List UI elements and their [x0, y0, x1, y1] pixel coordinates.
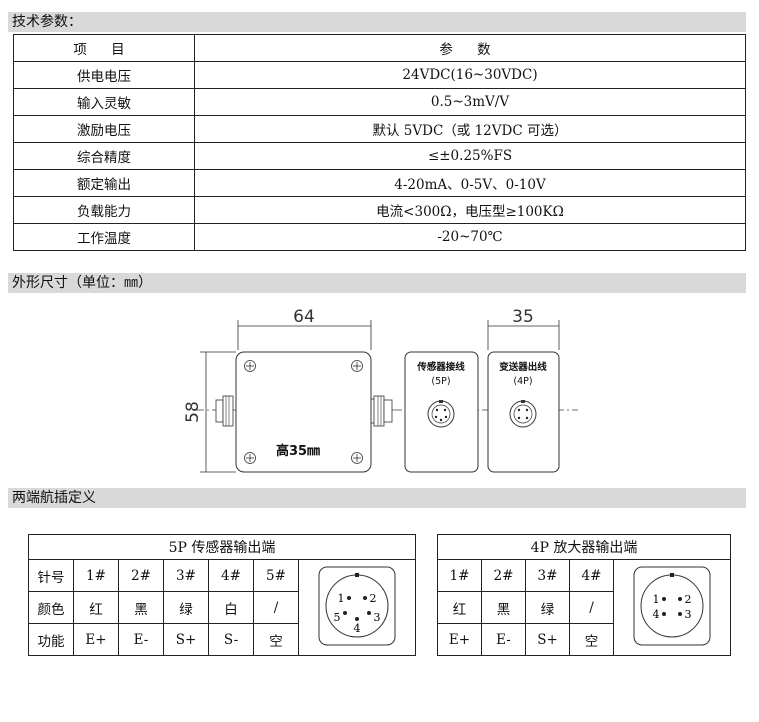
- right-connector: [371, 395, 393, 427]
- screw-icon: [244, 360, 256, 372]
- spec-value: 24VDC(16~30VDC): [194, 61, 746, 89]
- spec-key: 工作温度: [13, 223, 195, 251]
- spec-key: 综合精度: [13, 142, 195, 170]
- pin-cell: E+: [437, 623, 482, 656]
- pin-table-4p: 4P 放大器输出端 1# 2# 3# 4# 1 2 3 4 红 黑 绿 /: [437, 534, 731, 656]
- pin-cell: S+: [525, 623, 570, 656]
- spec-table-header: 项 目 参 数: [13, 34, 746, 62]
- table-row: 综合精度 ≤±0.25%FS: [13, 142, 746, 170]
- dim-depth-label: 35: [512, 307, 534, 327]
- spec-header-param: 参 数: [194, 34, 746, 62]
- pin-cell: 空: [569, 623, 614, 656]
- body-height-label: 高35㎜: [276, 443, 320, 459]
- pin-cell: 白: [208, 591, 254, 624]
- pin-cell: /: [253, 591, 299, 624]
- connector-5p-diagram: 1 2 3 4 5: [298, 559, 416, 656]
- pin-1-label: 1: [338, 592, 345, 605]
- table-row: 输入灵敏 0.5~3mV/V: [13, 88, 746, 116]
- connector-4p-icon: [509, 400, 537, 428]
- pin-cell: 绿: [163, 591, 209, 624]
- table-row: 激励电压 默认 5VDC（或 12VDC 可选）: [13, 115, 746, 143]
- spec-key: 激励电压: [13, 115, 195, 143]
- pin-4-label: 4: [653, 608, 660, 621]
- table-row: 负载能力 电流<300Ω，电压型≥100KΩ: [13, 196, 746, 224]
- transmitter-pins-label: (4P): [513, 376, 532, 387]
- screw-icon: [351, 452, 363, 464]
- pin-cell: 颜色: [28, 591, 74, 624]
- pin-cell: 绿: [525, 591, 570, 624]
- spec-value: -20~70℃: [194, 223, 746, 251]
- spec-value: 0.5~3mV/V: [194, 88, 746, 116]
- connector-5p-icon: [427, 400, 455, 428]
- left-connector: [215, 395, 234, 427]
- pin-cell: 黑: [118, 591, 164, 624]
- pin-cell: 2#: [118, 559, 164, 592]
- spec-key: 负载能力: [13, 196, 195, 224]
- screw-icon: [244, 452, 256, 464]
- pin-1-label: 1: [653, 593, 660, 606]
- pin-cell: S-: [208, 623, 254, 656]
- pin-cell: E-: [481, 623, 526, 656]
- table-row: 功能 E+ E- S+ S- 空: [28, 623, 416, 656]
- table-row: 工作温度 -20~70℃: [13, 223, 746, 251]
- spec-table: 项 目 参 数 供电电压 24VDC(16~30VDC) 输入灵敏 0.5~3m…: [13, 34, 746, 251]
- pin-cell: 红: [73, 591, 119, 624]
- pin-cell: 针号: [28, 559, 74, 592]
- pin-4-label: 4: [354, 622, 361, 635]
- dimension-drawing: 64 58 35 高35㎜ 传感器接线: [183, 307, 578, 473]
- sensor-label: 传感器接线: [416, 361, 465, 373]
- screw-icon: [351, 360, 363, 372]
- section-title-pin-definition: 两端航插定义: [8, 488, 746, 508]
- pin-cell: 红: [437, 591, 482, 624]
- spec-value: 默认 5VDC（或 12VDC 可选）: [194, 115, 746, 143]
- section-title-dimensions: 外形尺寸（单位：㎜）: [8, 273, 746, 293]
- spec-value: 电流<300Ω，电压型≥100KΩ: [194, 196, 746, 224]
- spec-key: 输入灵敏: [13, 88, 195, 116]
- pin-cell: 4#: [208, 559, 254, 592]
- pin-cell: E-: [118, 623, 164, 656]
- spec-header-item: 项 目: [13, 34, 195, 62]
- pin-table-5p-title: 5P 传感器输出端: [28, 534, 416, 560]
- pin-cell: 5#: [253, 559, 299, 592]
- table-row: 红 黑 绿 /: [437, 591, 731, 624]
- pin-cell: 功能: [28, 623, 74, 656]
- pin-cell: 1#: [437, 559, 482, 592]
- pin-cell: /: [569, 591, 614, 624]
- dim-height-label: 58: [183, 401, 203, 423]
- pin-5-label: 5: [334, 611, 341, 624]
- spec-key: 额定输出: [13, 169, 195, 197]
- spec-value: 4-20mA、0-5V、0-10V: [194, 169, 746, 197]
- pin-cell: E+: [73, 623, 119, 656]
- device-body: [235, 351, 372, 473]
- pin-table-4p-title: 4P 放大器输出端: [437, 534, 731, 560]
- pin-cell: 3#: [525, 559, 570, 592]
- dim-width-label: 64: [293, 307, 315, 327]
- table-row: E+ E- S+ 空: [437, 623, 731, 656]
- pin-cell: 3#: [163, 559, 209, 592]
- table-row: 针号 1# 2# 3# 4# 5# 1 2 3 4 5: [28, 559, 416, 656]
- pin-3-label: 3: [685, 608, 692, 621]
- pin-2-label: 2: [370, 592, 377, 605]
- pin-cell: S+: [163, 623, 209, 656]
- pin-3-label: 3: [374, 611, 381, 624]
- pin-cell: 空: [253, 623, 299, 656]
- pin-2-label: 2: [685, 593, 692, 606]
- pin-table-5p: 5P 传感器输出端 针号 1# 2# 3# 4# 5# 1 2 3 4 5: [28, 534, 416, 656]
- transmitter-label: 变送器出线: [499, 361, 547, 373]
- section-title-tech-params: 技术参数：: [8, 12, 746, 32]
- pin-cell: 4#: [569, 559, 614, 592]
- sensor-pins-label: (5P): [431, 376, 450, 387]
- spec-key: 供电电压: [13, 61, 195, 89]
- table-row: 额定输出 4-20mA、0-5V、0-10V: [13, 169, 746, 197]
- table-row: 1# 2# 3# 4# 1 2 3 4: [437, 559, 731, 656]
- pin-cell: 2#: [481, 559, 526, 592]
- connector-4p-diagram: 1 2 3 4: [613, 559, 731, 656]
- pin-cell: 1#: [73, 559, 119, 592]
- spec-value: ≤±0.25%FS: [194, 142, 746, 170]
- table-row: 供电电压 24VDC(16~30VDC): [13, 61, 746, 89]
- pin-cell: 黑: [481, 591, 526, 624]
